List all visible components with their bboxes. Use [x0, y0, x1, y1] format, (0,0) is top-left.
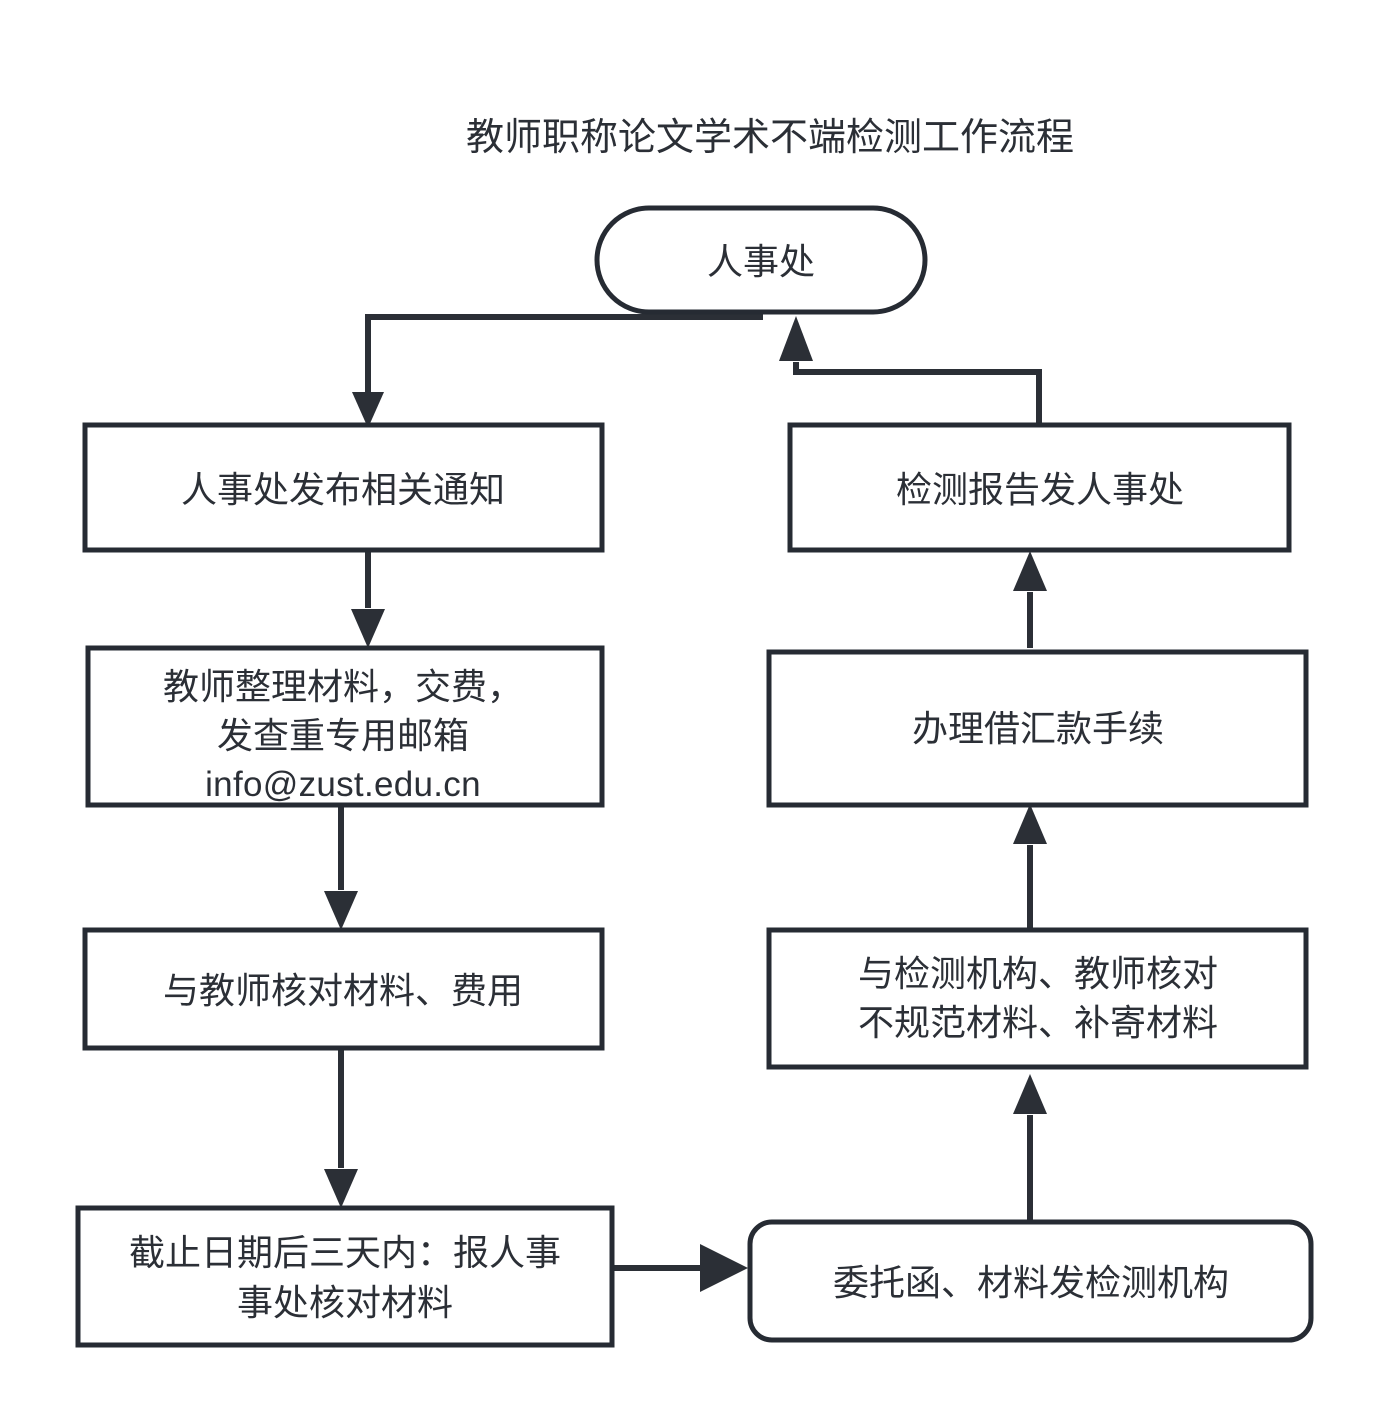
node-teacher-materials-line1: 教师整理材料，交费，	[163, 666, 523, 707]
edge-payment-to-report-arrowhead	[1013, 551, 1047, 591]
node-teacher-materials-email: info@zust.edu.cn	[205, 765, 481, 804]
node-teacher-materials-shape	[85, 645, 605, 808]
node-report-to-hr-label: 检测报告发人事处	[896, 469, 1184, 510]
node-notice-shape	[82, 422, 605, 553]
node-send-to-agency-label: 委托函、材料发检测机构	[833, 1262, 1229, 1303]
node-start-label: 人事处	[707, 241, 815, 282]
node-teacher-materials-line2: 发查重专用邮箱	[217, 715, 469, 756]
node-verify-nonstandard[interactable]: 与检测机构、教师核对 不规范材料、补寄材料	[766, 927, 1309, 1070]
node-payment-procedure-label: 办理借汇款手续	[912, 708, 1164, 749]
node-start[interactable]: 人事处	[594, 205, 928, 315]
edge-start-to-notice	[365, 312, 763, 410]
edge-verify-to-payment-arrowhead	[1013, 804, 1047, 844]
node-payment-procedure[interactable]: 办理借汇款手续	[766, 649, 1309, 808]
node-notice-label: 人事处发布相关通知	[181, 469, 505, 510]
node-check-with-teacher-shape	[82, 927, 605, 1051]
node-notice[interactable]: 人事处发布相关通知	[82, 422, 605, 553]
edge-materials-to-check-arrowhead	[324, 891, 358, 930]
node-check-with-teacher-label: 与教师核对材料、费用	[163, 970, 523, 1011]
edge-deadline-to-agency-arrowhead	[700, 1244, 748, 1292]
node-deadline-report-line1: 截止日期后三天内：报人事	[129, 1232, 561, 1273]
node-deadline-report[interactable]: 截止日期后三天内：报人事 事处核对材料	[75, 1205, 615, 1348]
edge-agency-to-verify-arrowhead	[1013, 1074, 1047, 1114]
edge-report-to-start	[793, 362, 1042, 425]
edge-layer	[324, 312, 1047, 1292]
node-teacher-materials[interactable]: 教师整理材料，交费， 发查重专用邮箱 info@zust.edu.cn	[85, 645, 605, 808]
node-send-to-agency-shape	[747, 1219, 1314, 1343]
node-start-shape	[594, 205, 928, 315]
node-verify-nonstandard-line1: 与检测机构、教师核对	[858, 953, 1218, 994]
node-verify-nonstandard-shape	[766, 927, 1309, 1070]
node-payment-procedure-shape	[766, 649, 1309, 808]
edge-report-to-start-arrowhead	[779, 316, 813, 361]
page-title: 教师职称论文学术不端检测工作流程	[466, 117, 1074, 159]
node-deadline-report-shape	[75, 1205, 615, 1348]
node-deadline-report-line2: 事处核对材料	[237, 1282, 453, 1323]
edge-check-to-deadline-arrowhead	[324, 1169, 358, 1208]
edge-start-to-notice-arrowhead	[352, 392, 384, 428]
node-report-to-hr[interactable]: 检测报告发人事处	[787, 422, 1292, 553]
node-report-to-hr-shape	[787, 422, 1292, 553]
node-send-to-agency[interactable]: 委托函、材料发检测机构	[747, 1219, 1314, 1343]
node-check-with-teacher[interactable]: 与教师核对材料、费用	[82, 927, 605, 1051]
edge-notice-to-materials-arrowhead	[351, 609, 385, 648]
node-verify-nonstandard-line2: 不规范材料、补寄材料	[858, 1002, 1218, 1043]
